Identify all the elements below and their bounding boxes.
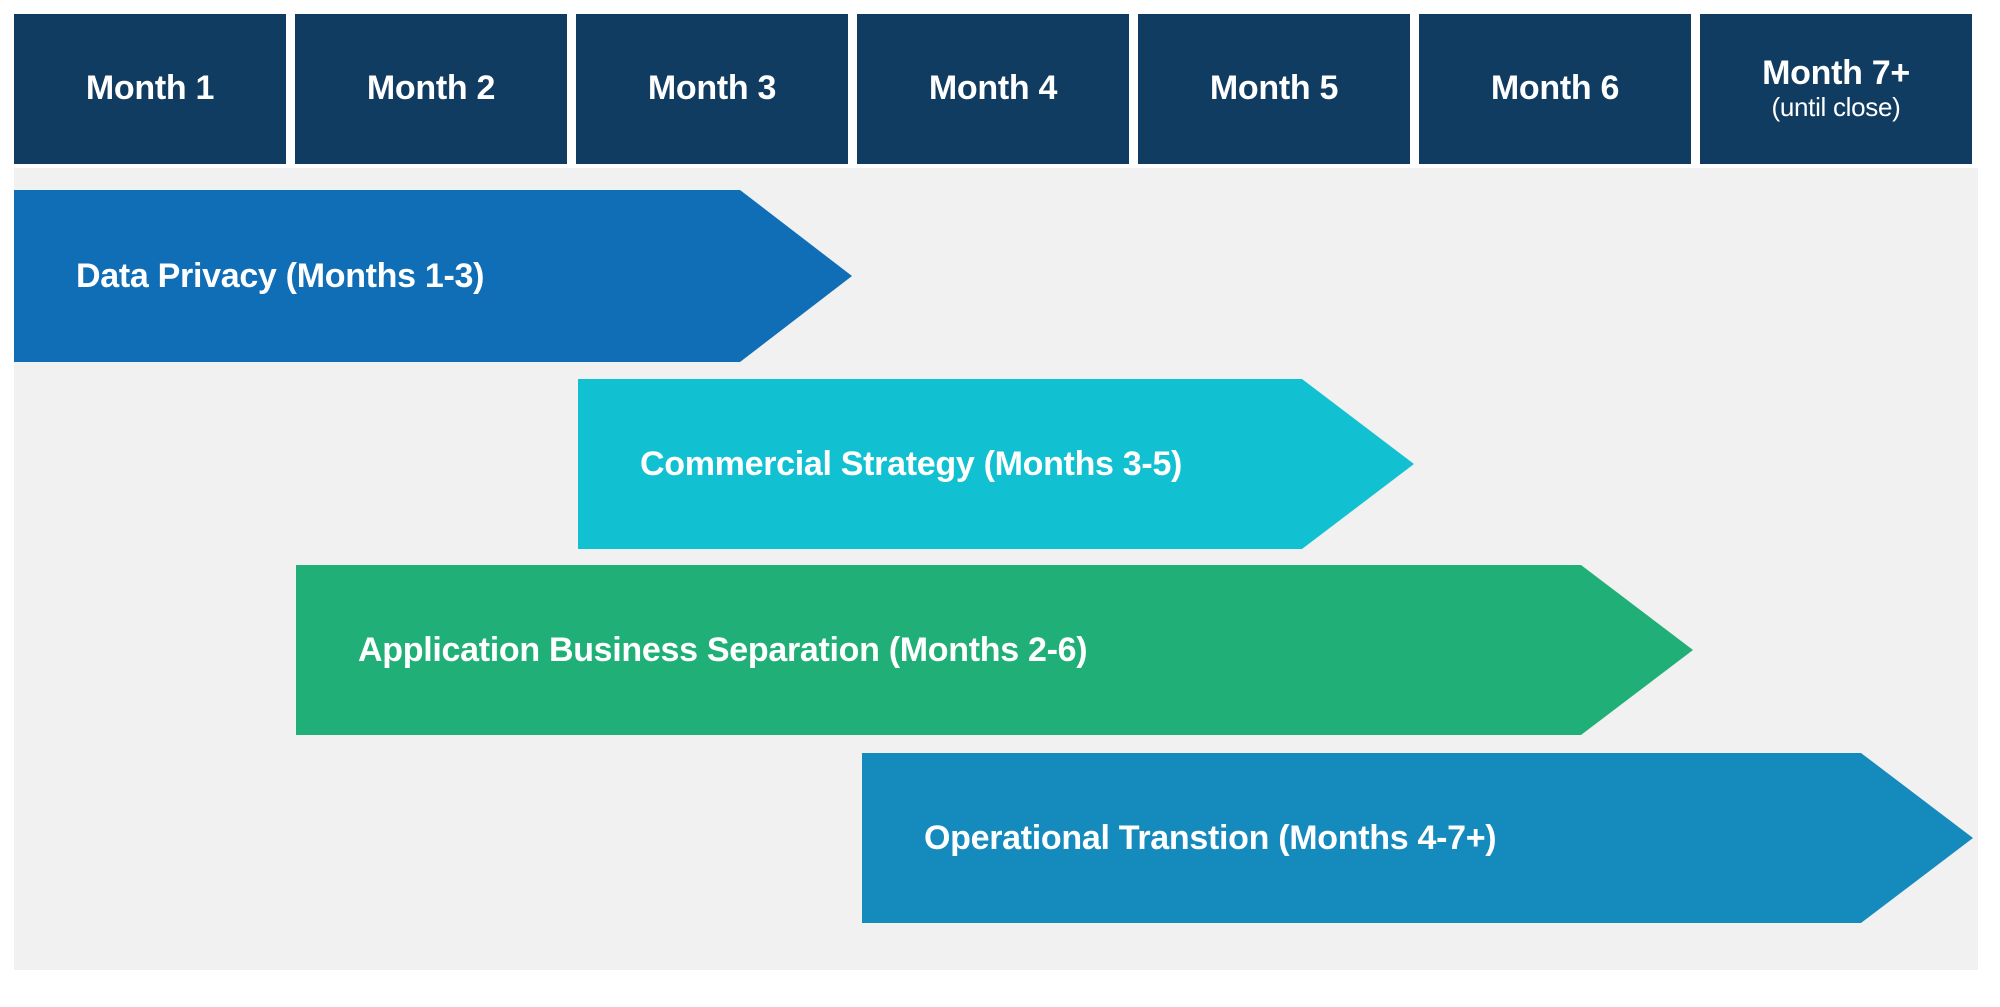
task-bar-commercial-strategy: Commercial Strategy (Months 3-5) bbox=[578, 379, 1414, 549]
month-header-cell-7: Month 7+ (until close) bbox=[1700, 14, 1972, 164]
task-label: Application Business Separation (Months … bbox=[358, 630, 1088, 669]
task-label: Data Privacy (Months 1-3) bbox=[76, 256, 485, 295]
month-header-cell-4: Month 4 bbox=[857, 14, 1129, 164]
task-bar-data-privacy: Data Privacy (Months 1-3) bbox=[14, 190, 852, 362]
month-label: Month 5 bbox=[1209, 69, 1339, 108]
month-header-cell-5: Month 5 bbox=[1138, 14, 1410, 164]
month-label: Month 7+ bbox=[1762, 54, 1910, 93]
month-label: Month 2 bbox=[366, 69, 496, 108]
month-label: Month 4 bbox=[928, 69, 1058, 108]
month-header-cell-2: Month 2 bbox=[295, 14, 567, 164]
month-header-cell-1: Month 1 bbox=[14, 14, 286, 164]
month-header-cell-3: Month 3 bbox=[576, 14, 848, 164]
task-label: Commercial Strategy (Months 3-5) bbox=[640, 444, 1183, 483]
task-bar-operational-transition: Operational Transtion (Months 4-7+) bbox=[862, 753, 1973, 923]
month-label: Month 1 bbox=[85, 69, 215, 108]
task-bar-application-business-separation: Application Business Separation (Months … bbox=[296, 565, 1693, 735]
month-header-cell-6: Month 6 bbox=[1419, 14, 1691, 164]
month-label: Month 3 bbox=[647, 69, 777, 108]
timeline-panel: Data Privacy (Months 1-3) Commercial Str… bbox=[14, 168, 1978, 970]
month-label: Month 6 bbox=[1490, 69, 1620, 108]
month-sublabel: (until close) bbox=[1771, 91, 1901, 122]
task-label: Operational Transtion (Months 4-7+) bbox=[924, 818, 1497, 857]
